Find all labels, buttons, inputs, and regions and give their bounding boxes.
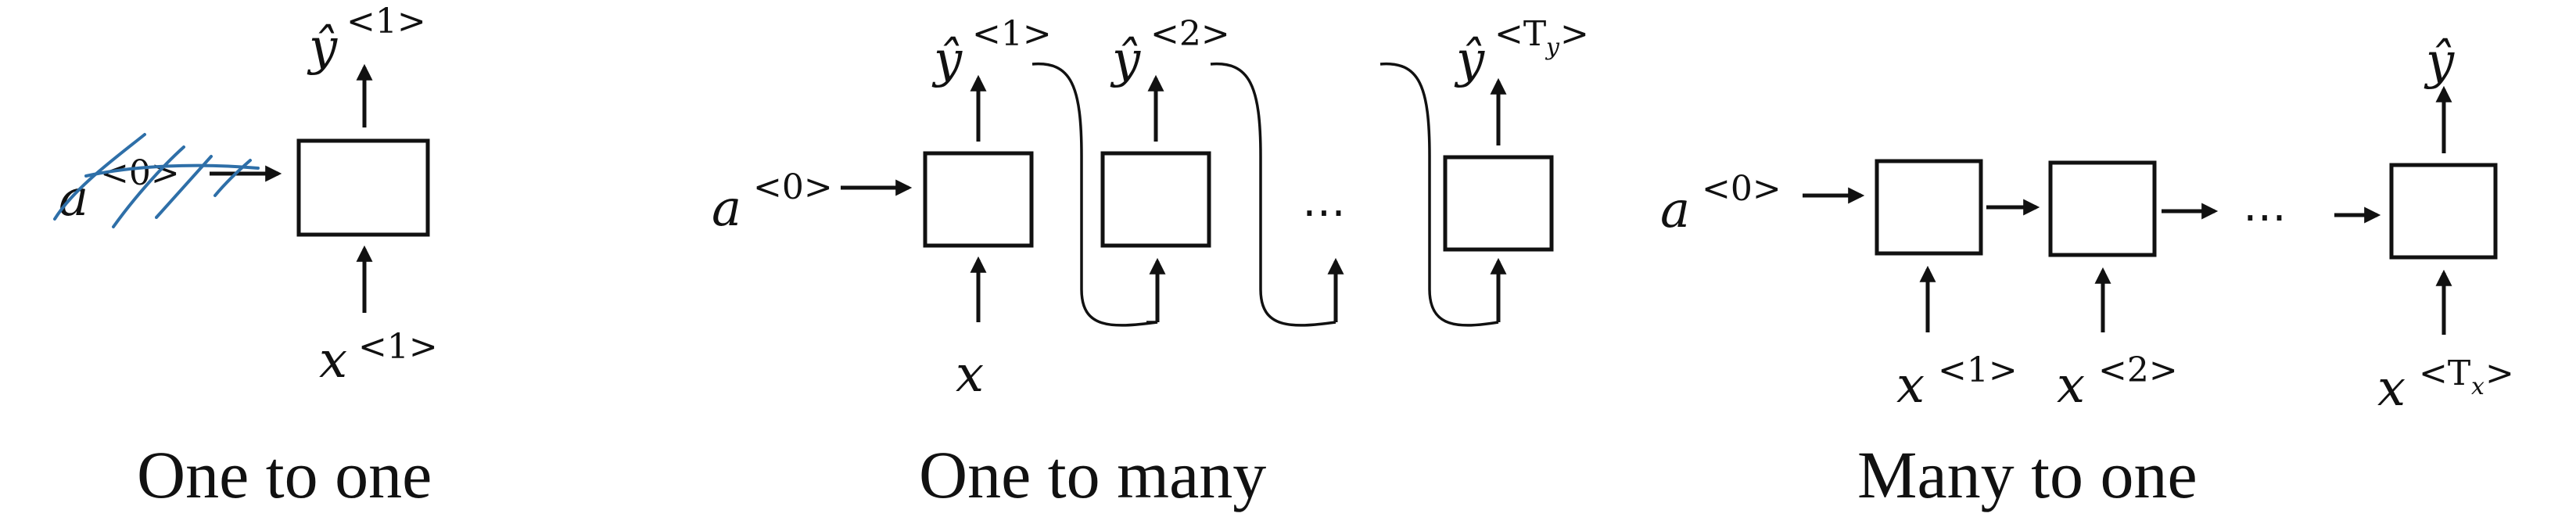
y-hat-superscript-pre: <T <box>1494 14 1546 54</box>
output-label-y1: ŷ <1> <box>931 14 1052 89</box>
output-feedback-line <box>1031 62 1158 327</box>
output-label-yTy: ŷ <T y > <box>1454 14 1589 89</box>
y-hat-superscript-subscript: y <box>1545 34 1560 61</box>
rnn-cell <box>1875 159 1983 256</box>
input-label-x1: x <1> <box>1896 350 2018 415</box>
strike-mark <box>112 145 185 228</box>
y-hat-superscript: <1> <box>346 2 426 41</box>
initial-activation-label: a <0> <box>1660 169 1781 239</box>
initial-activation-label: a <0> <box>712 167 833 238</box>
output-label-y: ŷ <box>2424 33 2455 91</box>
x-superscript: <2> <box>2098 350 2178 390</box>
rnn-cell <box>2389 163 2498 260</box>
y-hat-superscript: <2> <box>1150 14 1230 54</box>
y-hat-symbol: ŷ <box>1454 31 1485 89</box>
y-hat-superscript: <1> <box>972 14 1052 54</box>
x-symbol: x <box>1896 357 1925 415</box>
x-symbol: x <box>319 332 347 389</box>
strike-mark <box>84 163 260 178</box>
rnn-cell <box>1100 151 1211 248</box>
input-label-xTx: x <T x > <box>2377 354 2514 418</box>
x-symbol: x <box>2377 360 2406 418</box>
x-superscript-post: > <box>2485 354 2514 393</box>
rnn-cell <box>296 138 430 237</box>
panel-title: One to one <box>137 437 432 512</box>
a-symbol: a <box>59 170 88 228</box>
a-superscript: <0> <box>1702 169 1781 209</box>
input-label-x1: x <1> <box>319 327 438 389</box>
x-symbol: x <box>2057 357 2085 415</box>
panel-title: One to many <box>919 437 1266 512</box>
output-label-y2: ŷ <2> <box>1110 14 1230 89</box>
output-feedback-line <box>1210 62 1336 327</box>
input-label-x: x <box>956 346 984 404</box>
panel-title: Many to one <box>1857 437 2197 512</box>
y-hat-symbol: ŷ <box>2424 33 2455 91</box>
strike-mark <box>155 155 213 219</box>
panel-one-to-one: ŷ <1> x <1> a <0> One to one <box>53 2 438 512</box>
x-symbol: x <box>956 346 984 404</box>
a-superscript: <0> <box>753 167 833 207</box>
panel-many-to-one: a <0> x <1> x <2> ⋯ ŷ x <T <box>1660 33 2514 512</box>
y-hat-symbol: ŷ <box>931 31 963 89</box>
x-superscript-subscript: x <box>2471 373 2485 400</box>
output-feedback-line <box>1379 62 1499 327</box>
output-label-y1: ŷ <1> <box>307 2 426 77</box>
x-superscript: <1> <box>1938 350 2018 390</box>
input-label-x2: x <2> <box>2057 350 2178 415</box>
rnn-cell <box>1443 155 1554 252</box>
y-hat-symbol: ŷ <box>1110 31 1141 89</box>
strike-through-annotation <box>53 133 260 228</box>
y-hat-superscript-post: > <box>1560 14 1589 54</box>
x-superscript: <1> <box>358 327 438 367</box>
y-hat-symbol: ŷ <box>307 19 338 77</box>
strike-mark <box>213 159 252 197</box>
ellipsis: ⋯ <box>1302 187 1346 238</box>
panel-one-to-many: a <0> ŷ <1> x ŷ <2> ⋯ <box>712 14 1589 512</box>
a-symbol: a <box>712 180 741 238</box>
ellipsis: ⋯ <box>2243 192 2287 242</box>
a-symbol: a <box>1660 181 1690 239</box>
rnn-cell <box>923 151 1034 248</box>
rnn-cell <box>2048 160 2157 257</box>
x-superscript-pre: <T <box>2419 354 2470 393</box>
